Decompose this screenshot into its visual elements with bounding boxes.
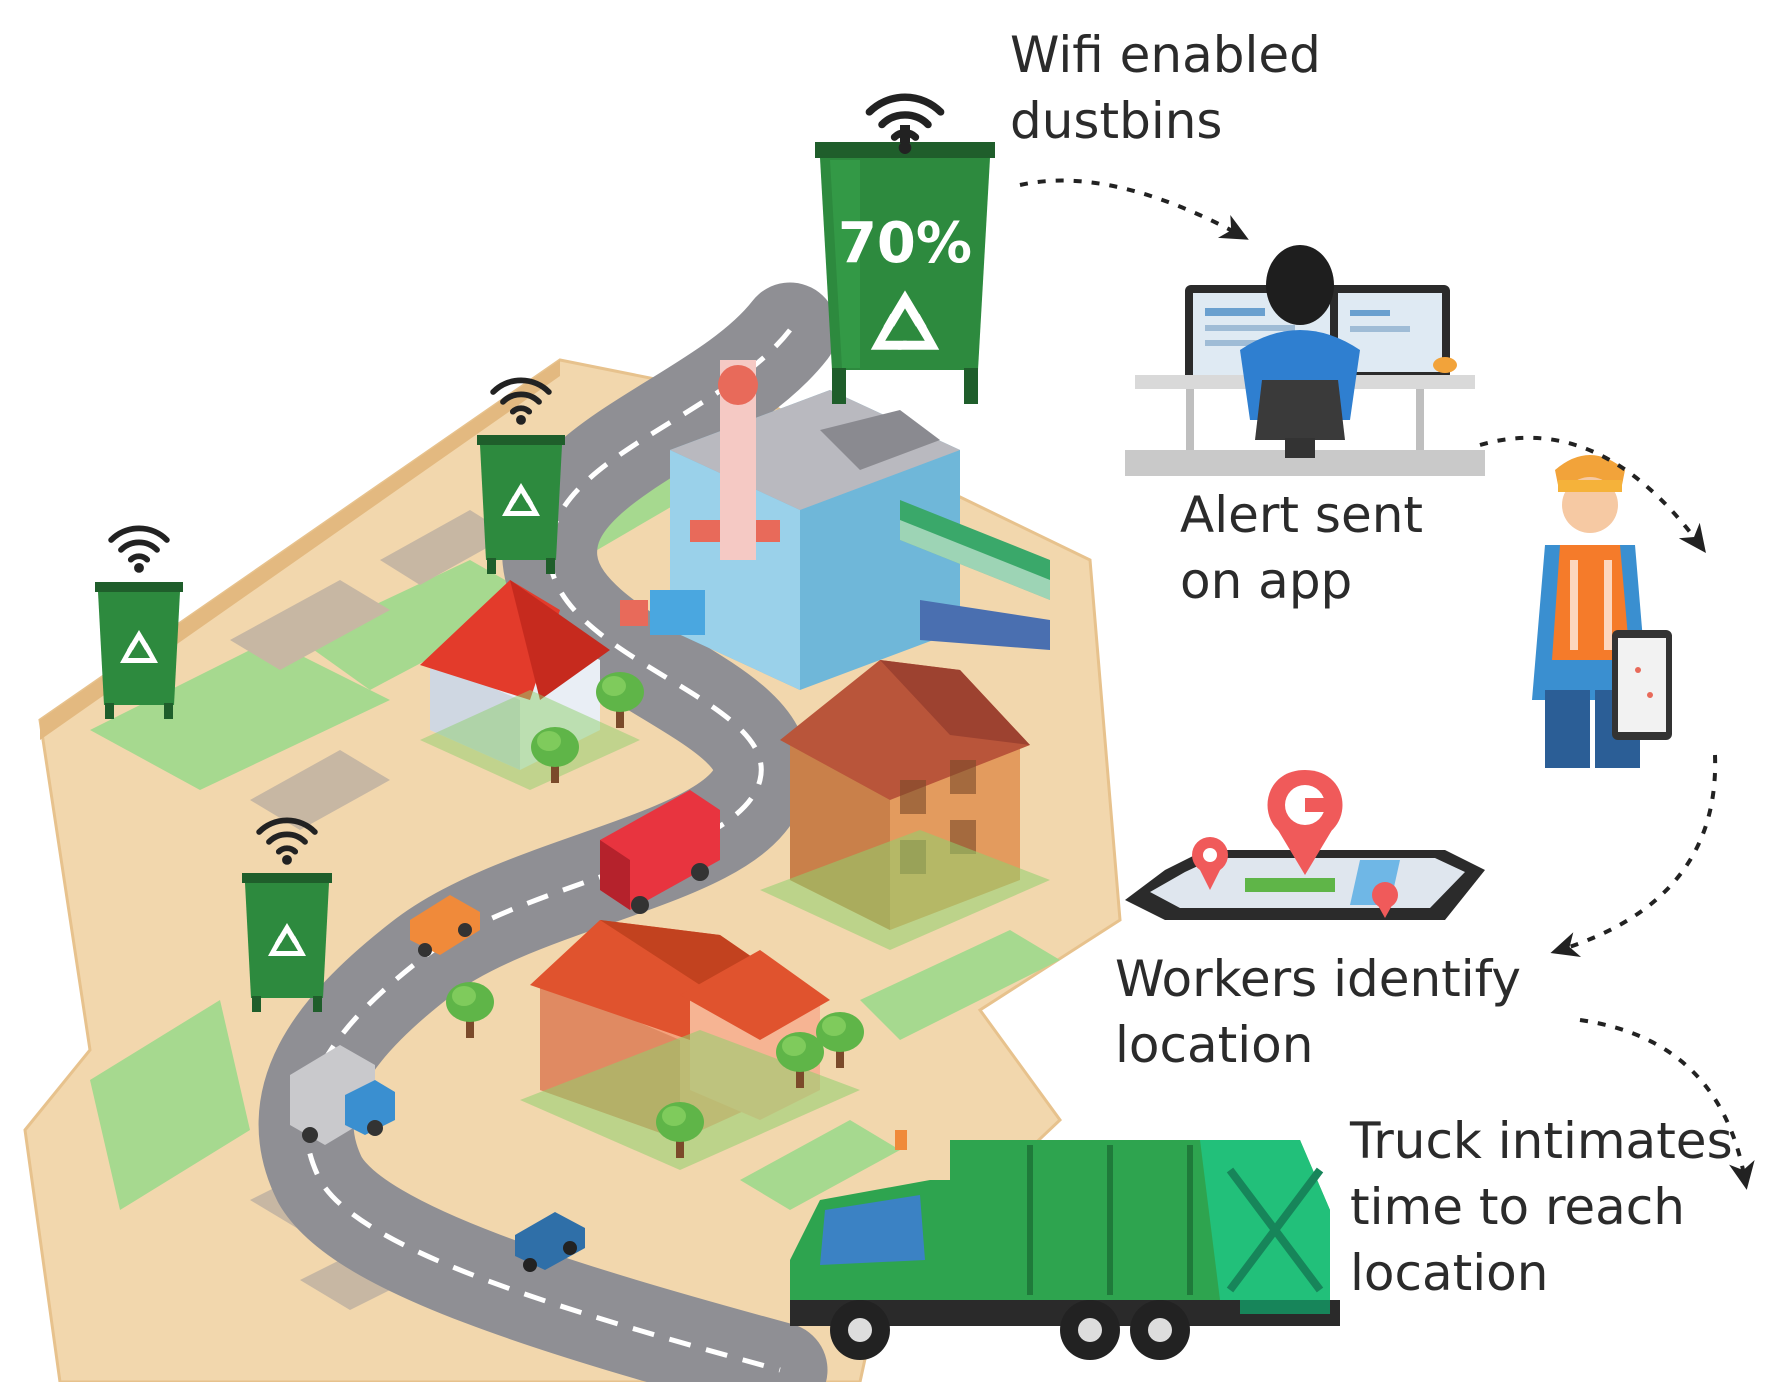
orange-car (410, 895, 480, 957)
grass-patch (90, 640, 390, 790)
parking-slot (380, 510, 510, 585)
location-pin-icon (1372, 882, 1398, 918)
step-label-line: Alert sent (1180, 486, 1424, 544)
worker-figure (1532, 455, 1672, 768)
grass-patch (740, 1120, 900, 1210)
parking-slot (250, 750, 390, 830)
delivery-van (290, 1045, 395, 1145)
step-label-truck-intimates: Truck intimates time to reach location (1350, 1108, 1733, 1306)
map-phone (1125, 770, 1485, 920)
step-label-line: Wifi enabled (1010, 26, 1321, 84)
step-label-line: dustbins (1010, 92, 1223, 150)
step-label-line: time to reach (1350, 1178, 1685, 1236)
step-label-wifi-dustbins: Wifi enabled dustbins (1010, 22, 1321, 154)
dustbin (242, 873, 332, 1012)
orange-house (520, 920, 860, 1170)
step-label-workers-identify: Workers identify location (1115, 946, 1521, 1078)
location-pin-icon (1267, 770, 1343, 875)
dustbin (95, 582, 183, 719)
parking-slot (230, 580, 390, 670)
fill-level-label: 70% (838, 211, 972, 276)
step-label-line: location (1115, 1016, 1314, 1074)
step-label-line: location (1350, 1244, 1549, 1302)
brown-building (760, 660, 1050, 950)
step-label-line: Workers identify (1115, 950, 1521, 1008)
grass-patch (300, 560, 540, 690)
garbage-truck (790, 1130, 1340, 1360)
location-pin-icon (1192, 837, 1228, 890)
red-bus (600, 790, 720, 914)
step-label-line: on app (1180, 552, 1353, 610)
step-label-line: Truck intimates (1350, 1112, 1733, 1170)
blue-cart (620, 590, 705, 635)
dashed-arrow-icon (1019, 178, 1249, 240)
grass-patch (860, 930, 1060, 1040)
blue-car (515, 1212, 585, 1272)
dashed-arrow-icon (1479, 435, 1706, 554)
shop-building (670, 360, 1050, 690)
dustbin (477, 435, 565, 574)
main-dustbin: 70% (815, 125, 995, 404)
operator-workstation (1125, 245, 1485, 476)
dashed-arrow-icon (1550, 754, 1718, 958)
wifi-icon (111, 528, 167, 572)
step-label-alert-sent: Alert sent on app (1180, 482, 1423, 614)
grass-patch (90, 1000, 250, 1210)
